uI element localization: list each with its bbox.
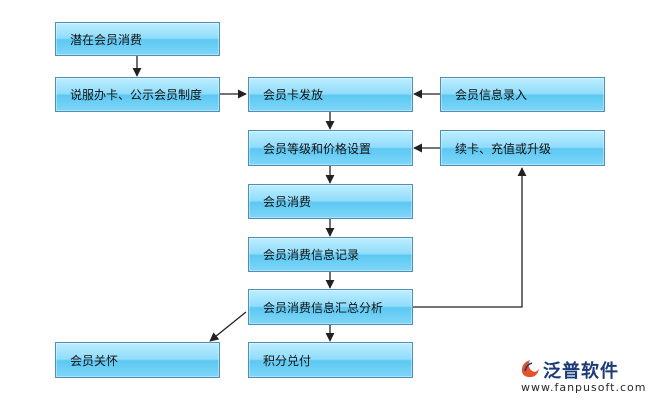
- fanpusoft-logo-mark-icon: [521, 360, 539, 378]
- node-persuade-card-announce-policy: 说服办卡、公示会员制度: [55, 77, 220, 112]
- node-member-consumption-record: 会员消费信息记录: [248, 237, 413, 272]
- node-member-level-price-setting: 会员等级和价格设置: [248, 130, 413, 166]
- node-potential-member-consumption: 潜在会员消费: [55, 22, 220, 56]
- logo-name: 泛普软件: [543, 361, 619, 382]
- node-member-info-entry: 会员信息录入: [440, 77, 605, 112]
- node-renew-recharge-upgrade: 续卡、充值或升级: [440, 130, 605, 166]
- node-points-redemption: 积分兑付: [248, 342, 413, 378]
- arrow-summary-to-care: [209, 311, 247, 342]
- arrow-summary-to-renew: [413, 167, 527, 308]
- node-member-card-issue: 会员卡发放: [248, 77, 413, 112]
- node-member-care: 会员关怀: [55, 342, 220, 378]
- fanpusoft-logo: 泛普软件 www.fanpusoft.com: [515, 355, 645, 399]
- node-member-consumption: 会员消费: [248, 184, 413, 219]
- logo-url: www.fanpusoft.com: [521, 381, 647, 394]
- node-member-consumption-summary-analysis: 会员消费信息汇总分析: [248, 289, 413, 325]
